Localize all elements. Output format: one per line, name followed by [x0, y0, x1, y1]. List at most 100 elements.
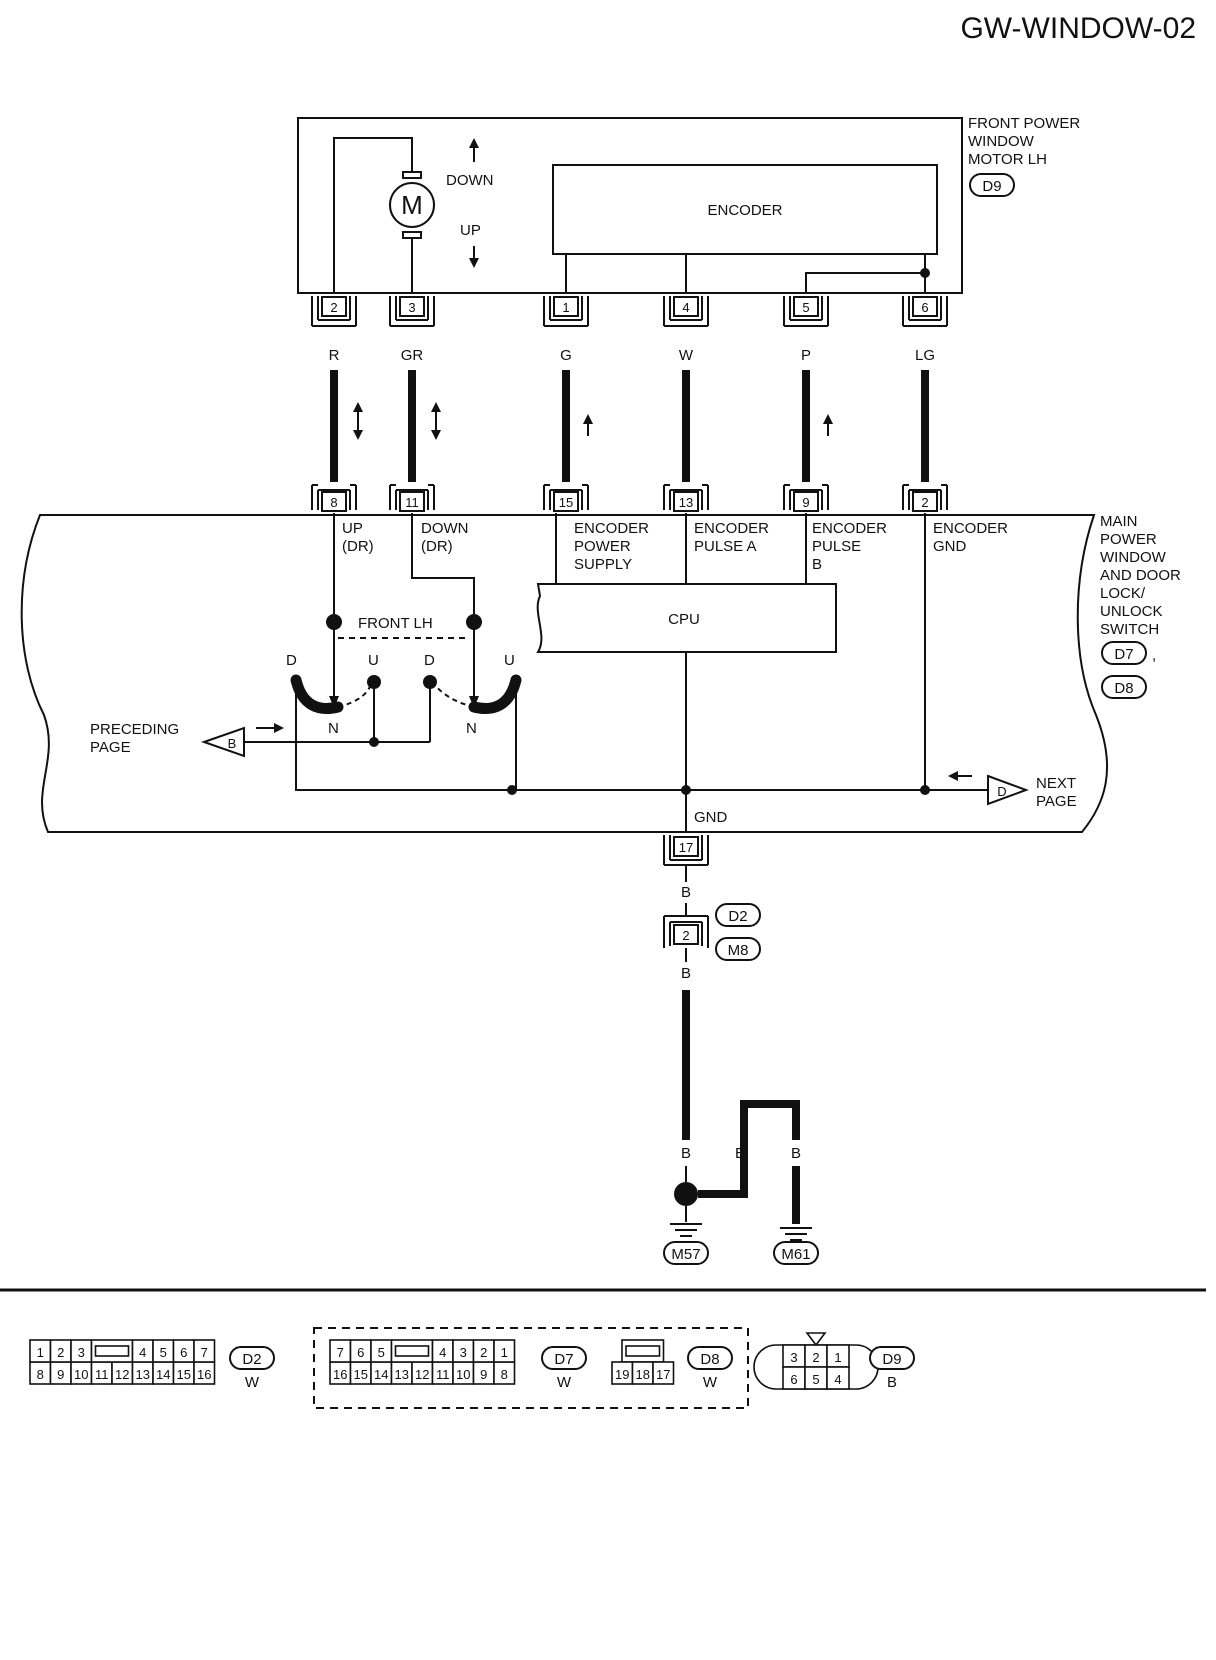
switch-pin-label: PULSE	[812, 538, 861, 555]
cavity-number: 2	[480, 1345, 487, 1360]
switch-pin-label: DOWN	[421, 520, 469, 537]
motor-connector-pins: 2 R 3 GR 1 G 4 W 5 P	[311, 296, 948, 364]
switch-pin-9: 9 ENCODER PULSE B	[783, 484, 887, 573]
connector-view-id: D2	[242, 1351, 261, 1368]
cavity-number: 10	[74, 1367, 88, 1382]
motor-name: FRONT POWER WINDOW MOTOR LH	[968, 115, 1080, 168]
motor-up-label: UP	[460, 222, 481, 239]
motor-name-line-1: FRONT POWER	[968, 115, 1080, 132]
connector-cavity	[193, 1339, 216, 1363]
cpu-label: CPU	[668, 611, 700, 628]
bidirectional-arrow-icon	[353, 402, 363, 440]
cavity-number: 3	[78, 1345, 85, 1360]
contact-label: U	[504, 652, 515, 669]
cavity-number: 4	[439, 1345, 446, 1360]
cavity-number: 2	[57, 1345, 64, 1360]
cavity-number: 10	[456, 1367, 470, 1382]
connector-view-tag	[541, 1346, 587, 1370]
switch-pin-label: (DR)	[342, 538, 374, 555]
motor-down-label: DOWN	[446, 172, 494, 189]
switch-internal-circuit: CPU FRONT LH D U D U N N B PRECEDING PAG…	[90, 513, 1077, 832]
switch-connector-pins: 8 UP (DR) 11 DOWN (DR) 15 ENCODER POWER …	[311, 484, 1008, 573]
switch-pin-number: 11	[405, 495, 419, 510]
switch-pin-number: 15	[559, 495, 573, 510]
switch-pin-11: 11 DOWN (DR)	[389, 484, 469, 555]
ground-symbol-icon	[780, 1227, 812, 1241]
switch-connector-id: D7	[1114, 646, 1133, 663]
cavity-number: 3	[790, 1350, 797, 1365]
switch-pin-15: 15 ENCODER POWER SUPPLY	[543, 484, 649, 573]
switch-name: MAIN POWER WINDOW AND DOOR LOCK/ UNLOCK …	[1100, 513, 1181, 638]
motor-pin-number: 5	[802, 300, 809, 315]
connector-group-frame	[313, 1327, 749, 1409]
motor-pin-2: 2 R	[311, 296, 357, 364]
motor-pin-3: 3 GR	[389, 296, 435, 364]
preceding-page-label: PAGE	[90, 739, 131, 756]
connector-view-tag	[687, 1346, 733, 1370]
signal-arrow-icon	[583, 414, 593, 436]
cavity-number: 8	[37, 1367, 44, 1382]
motor-symbol	[389, 182, 435, 228]
motor-letter: M	[401, 190, 423, 220]
switch-pin-label: ENCODER	[574, 520, 649, 537]
switch-pin-number: 2	[921, 495, 928, 510]
preceding-page-tag	[200, 726, 245, 758]
connector-view-id: D7	[554, 1351, 573, 1368]
switch-pin-8: 8 UP (DR)	[311, 484, 374, 555]
switch-pin-2: 2 ENCODER GND	[902, 484, 1008, 555]
cavity-number: 8	[501, 1367, 508, 1382]
front-power-window-motor: FRONT POWER WINDOW MOTOR LH D9 M DOWN UP…	[297, 115, 1080, 294]
connector-view-tag	[229, 1346, 275, 1370]
cavity-number: 12	[115, 1367, 129, 1382]
preceding-page-label: PRECEDING	[90, 721, 179, 738]
switch-pin-label: ENCODER	[694, 520, 769, 537]
ground-wire-color: B	[791, 1145, 801, 1162]
motor-wire-color: G	[560, 347, 572, 364]
cavity-number: 13	[136, 1367, 150, 1382]
motor-pin-number: 2	[330, 300, 337, 315]
signal-arrow-icon	[823, 414, 833, 436]
cavity-number: 17	[656, 1367, 670, 1382]
gnd-pin-number: 17	[679, 840, 693, 855]
switch-box	[20, 514, 1109, 833]
cavity-number: 14	[374, 1367, 388, 1382]
switch-name-line-7: SWITCH	[1100, 621, 1159, 638]
lock-slot	[94, 1345, 130, 1357]
switch-pin-number: 9	[802, 495, 809, 510]
switch-pin-17: 17	[663, 835, 709, 866]
switch-name-line-5: LOCK/	[1100, 585, 1146, 602]
joint-connector-id: D2	[728, 908, 747, 925]
connector-view-id: D9	[882, 1351, 901, 1368]
motor-name-line-3: MOTOR LH	[968, 151, 1047, 168]
connector-view-color: W	[703, 1374, 718, 1391]
up-arrow-icon	[469, 258, 479, 268]
cavity-number: 7	[201, 1345, 208, 1360]
neutral-label: N	[466, 720, 477, 737]
motor-pin-number: 6	[921, 300, 928, 315]
switch-pin-label: UP	[342, 520, 363, 537]
switch-connector-tag	[1101, 675, 1147, 699]
encoder-box	[552, 164, 938, 255]
cavity-number: 9	[57, 1367, 64, 1382]
ground-wire-color: B	[681, 965, 691, 982]
switch-name-line-3: WINDOW	[1100, 549, 1167, 566]
cavity-number: 15	[177, 1367, 191, 1382]
bidirectional-arrow-icon	[431, 402, 441, 440]
motor-connector-id: D9	[982, 178, 1001, 195]
cavity-number: 15	[354, 1367, 368, 1382]
cavity-number: 16	[333, 1367, 347, 1382]
switch-pin-label: PULSE A	[694, 538, 757, 555]
cavity-number: 11	[436, 1367, 450, 1382]
motor-wire-color: GR	[401, 347, 424, 364]
switch-pin-label: (DR)	[421, 538, 453, 555]
switch-name-line-6: UNLOCK	[1100, 603, 1163, 620]
down-arrow-icon	[469, 138, 479, 148]
motor-wire-color: W	[679, 347, 694, 364]
ground-harness: B 2 D2 M8 B B B B M57 M61	[663, 865, 819, 1265]
cavity-number: 6	[180, 1345, 187, 1360]
motor-name-line-2: WINDOW	[968, 133, 1035, 150]
cavity-number: 4	[834, 1372, 841, 1387]
